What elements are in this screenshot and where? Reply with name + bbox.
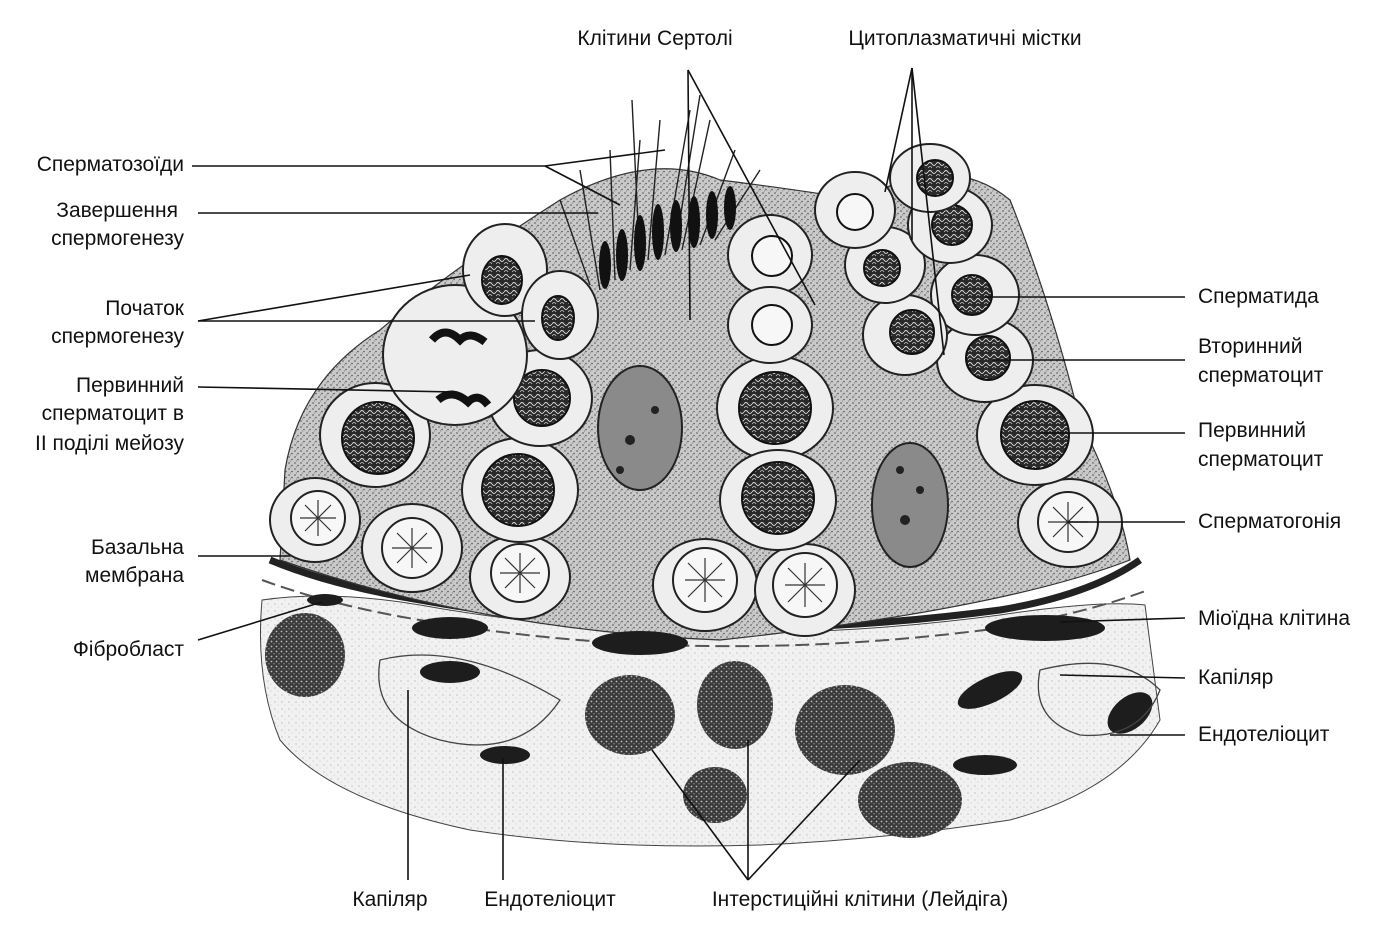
- endothelial-nucleus-bottom: [480, 746, 530, 764]
- spermatid-right-6: [889, 143, 971, 213]
- label-fibroblast: Фібробласт: [72, 638, 184, 661]
- spermatid-mid-1: [727, 214, 813, 296]
- sertoli-nucleus-right: [871, 442, 949, 568]
- label-spermatid: Сперматида: [1198, 285, 1319, 308]
- label-spermiogenesis-end-line2: спермогенезу: [51, 227, 184, 250]
- spermatogonium-2: [361, 503, 463, 593]
- primary-spermatocyte-5: [719, 449, 837, 551]
- primary-spermatocyte-1: [319, 382, 431, 488]
- label-secondary-spermatocyte-line2: сперматоцит: [1198, 364, 1324, 387]
- label-primary-meiosis-line1: Первинний: [76, 374, 184, 397]
- label-leydig-cells: Інтерстиційні клітини (Лейдіга): [711, 888, 1009, 911]
- label-primary-meiosis-line2: сперматоцит в: [41, 402, 184, 425]
- secondary-spermatocyte: [936, 317, 1034, 403]
- capillaries: [378, 654, 1161, 746]
- label-capillary-bottom: Капіляр: [352, 888, 428, 911]
- label-spermiogenesis-start-line1: Початок: [105, 297, 184, 320]
- fibroblast-nucleus: [307, 594, 343, 606]
- label-capillary-right: Капіляр: [1198, 666, 1274, 689]
- primary-spermatocyte-4: [716, 355, 834, 461]
- label-myoid-cell: Міоїдна клітина: [1198, 607, 1351, 630]
- spermatogonium-1: [269, 477, 361, 563]
- label-spermatogonia: Сперматогонія: [1198, 510, 1342, 533]
- myoid-nucleus: [985, 615, 1105, 641]
- label-primary-spermatocyte-line1: Первинний: [1198, 419, 1306, 442]
- label-primary-spermatocyte-line2: сперматоцит: [1198, 448, 1324, 471]
- sertoli-nucleus-left: [597, 365, 683, 491]
- label-sertoli-cells: Клітини Сертолі: [577, 27, 733, 50]
- label-endotheliocyte-bottom: Ендотеліоцит: [484, 888, 616, 911]
- early-spermatid-2: [521, 270, 599, 360]
- label-primary-meiosis-line3: II поділі мейозу: [35, 432, 184, 455]
- spermatid-right-5: [814, 171, 896, 249]
- spermatid-right-2: [862, 294, 948, 376]
- leader-lines: [192, 67, 1186, 881]
- endothelial-nucleus-right: [1107, 692, 1153, 734]
- spermatogonium-4: [652, 538, 758, 632]
- spermatogonium-3: [469, 534, 571, 620]
- label-spermatozoa: Сперматозоїди: [36, 153, 184, 176]
- spermatogonium-5: [754, 543, 856, 637]
- meiotic-spermatocyte: [382, 284, 528, 426]
- label-spermiogenesis-start-line2: спермогенезу: [51, 325, 184, 348]
- primary-spermatocyte-2: [461, 437, 579, 543]
- sperm-heads: [599, 186, 736, 289]
- spermatid-mid-2: [727, 286, 813, 364]
- spermatid-right-1: [930, 254, 1020, 336]
- label-basal-membrane-line1: Базальна: [90, 536, 184, 559]
- primary-spermatocyte-6: [976, 384, 1094, 486]
- label-cytoplasmic-bridges: Цитоплазматичні містки: [848, 27, 1082, 50]
- label-secondary-spermatocyte-line1: Вторинний: [1198, 335, 1303, 358]
- label-spermiogenesis-end-line1: Завершення: [56, 199, 178, 222]
- leydig-cells: [265, 613, 962, 838]
- germ-cells: [269, 143, 1123, 637]
- label-basal-membrane-line2: мембрана: [85, 564, 184, 587]
- spermatogonium-6: [1017, 478, 1123, 568]
- label-endotheliocyte-right: Ендотеліоцит: [1198, 723, 1330, 746]
